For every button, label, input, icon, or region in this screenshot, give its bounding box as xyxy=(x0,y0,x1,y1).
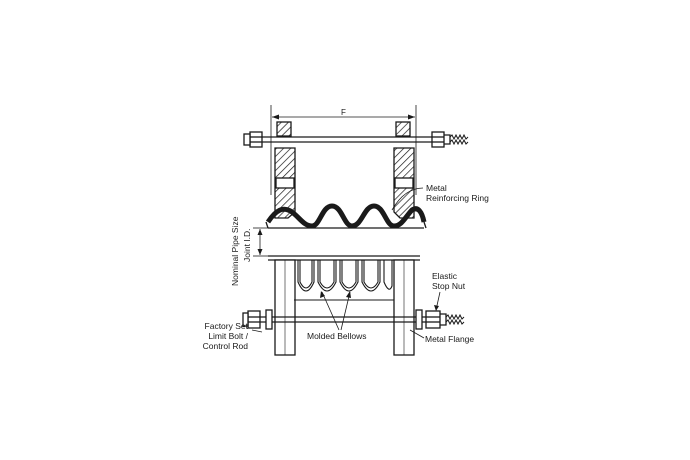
lower-side-view xyxy=(242,255,465,356)
molded-bellows-label: Molded Bellows xyxy=(307,331,367,341)
leader-lines xyxy=(251,291,441,339)
factory-set-line-3: Control Rod xyxy=(202,341,248,351)
bellows-wave xyxy=(265,203,427,229)
metal-reinforcing-ring-label: Metal Reinforcing Ring xyxy=(426,183,489,203)
upper-section-view xyxy=(243,105,469,257)
dimension-f-line xyxy=(270,105,417,195)
elastic-stop-nut-line-2: Stop Nut xyxy=(432,281,466,291)
lower-limit-bolt xyxy=(242,309,465,330)
dimension-f-label: F xyxy=(341,108,346,117)
nominal-pipe-size-label: Nominal Pipe Size xyxy=(230,216,240,286)
elastic-stop-nut-label: Elastic Stop Nut xyxy=(432,271,465,291)
factory-set-line-1: Factory Set xyxy=(204,321,248,331)
metal-reinforcing-ring-line-1: Metal xyxy=(426,183,447,193)
upper-limit-bolt xyxy=(243,131,469,148)
joint-id-label: Joint I.D. xyxy=(242,228,252,262)
metal-flange-label: Metal Flange xyxy=(425,334,475,344)
nominal-pipe-size-dimension xyxy=(253,227,268,257)
molded-bellows-loops xyxy=(297,260,393,292)
elastic-stop-nut-line-1: Elastic xyxy=(432,271,458,281)
factory-set-limit-bolt-label: Factory Set Limit Bolt / Control Rod xyxy=(185,321,248,351)
metal-reinforcing-ring-line-2: Reinforcing Ring xyxy=(426,193,489,203)
factory-set-line-2: Limit Bolt / xyxy=(208,331,248,341)
